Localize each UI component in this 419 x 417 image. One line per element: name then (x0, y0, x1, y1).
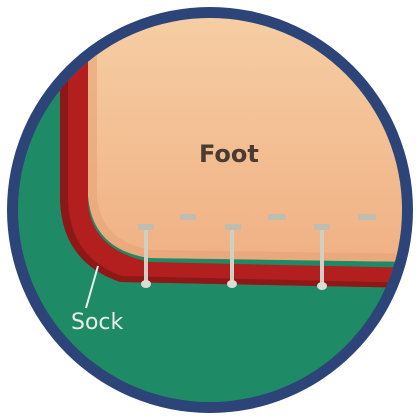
hair-root (317, 282, 327, 290)
hair-tip (314, 224, 330, 230)
foot-label: Foot (199, 140, 259, 168)
hair-tip (138, 224, 154, 230)
hair-tip (358, 214, 376, 220)
hair-root (227, 280, 237, 288)
hair-tip (225, 224, 241, 230)
hair-root (141, 280, 151, 288)
sock-label: Sock (71, 310, 123, 335)
hair-tip (268, 214, 286, 220)
hair-tip (180, 214, 196, 220)
